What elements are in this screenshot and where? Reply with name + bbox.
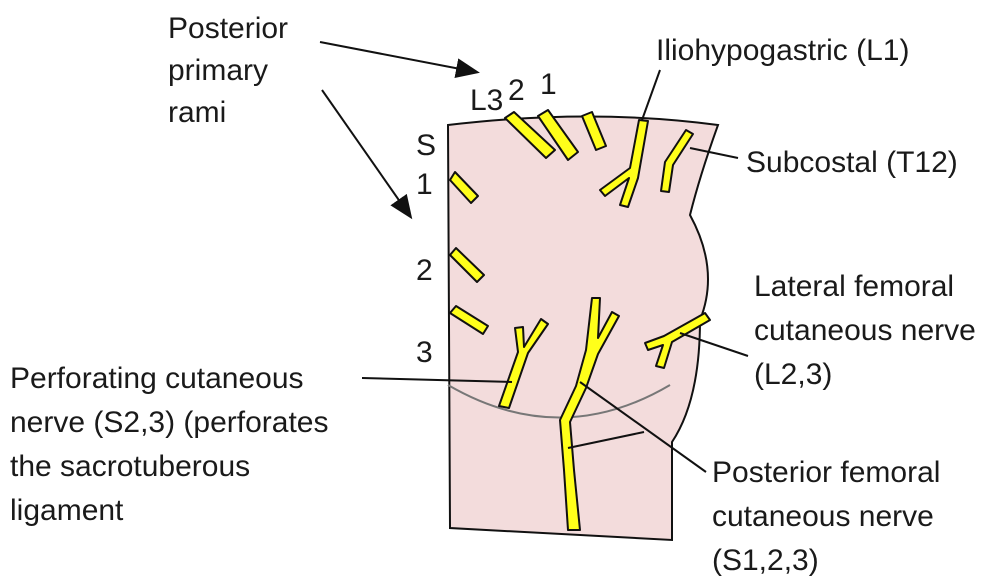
label-lumbar-1: 1 [540, 68, 557, 101]
label-lumbar-2: 2 [508, 74, 525, 107]
label-lumbar-l3: L3 [470, 84, 503, 117]
label-iliohypogastric: Iliohypogastric (L1) [656, 34, 909, 67]
label-posterior-rami: Posterior primary rami [168, 12, 296, 129]
label-perforating: Perforating cutaneous nerve (S2,3) (perf… [10, 362, 337, 527]
label-posterior-femoral: Posterior femoral cutaneous nerve (S1,2,… [712, 456, 949, 577]
label-sacral-s: S [416, 129, 436, 162]
label-lateral-femoral: Lateral femoral cutaneous nerve (L2,3) [754, 270, 984, 391]
arrow-to-lumbar-rami [320, 42, 476, 72]
arrow-to-sacral-rami [322, 90, 410, 216]
label-sacral-3: 3 [416, 336, 433, 369]
label-subcostal: Subcostal (T12) [746, 146, 958, 179]
label-sacral-1: 1 [416, 168, 433, 201]
label-sacral-2: 2 [416, 254, 433, 287]
leader-iliohypogastric [642, 70, 660, 120]
